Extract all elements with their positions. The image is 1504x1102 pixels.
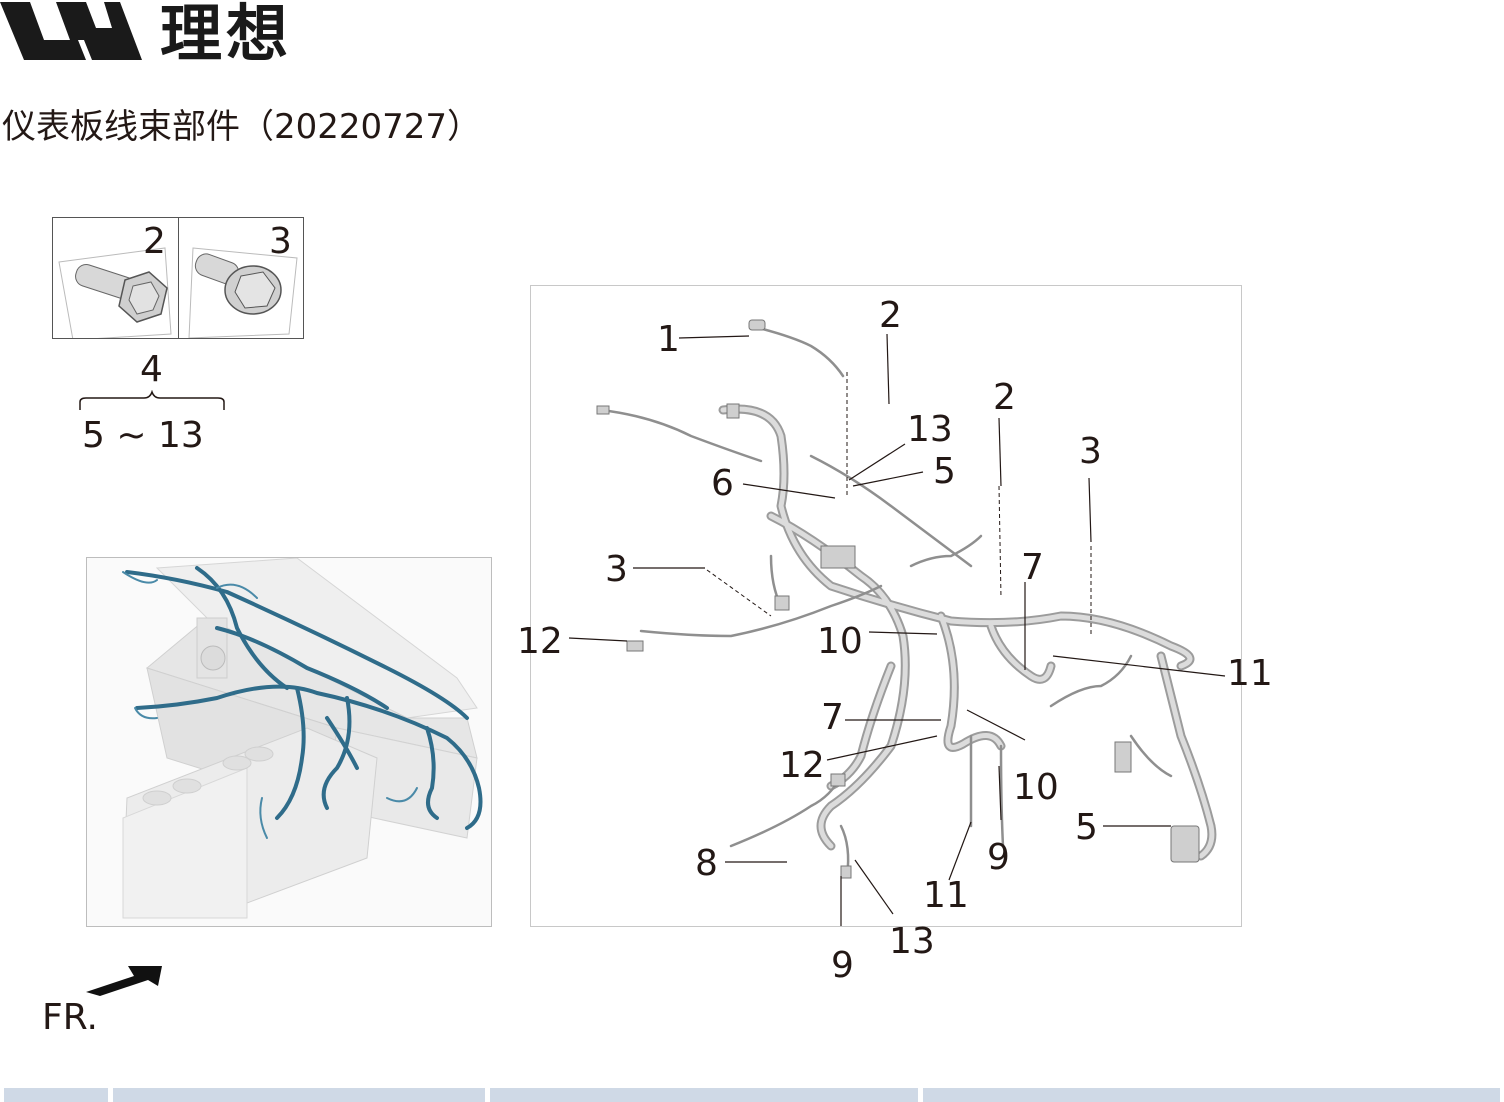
- bolt-icon: [58, 247, 172, 338]
- callout-12b: 12: [779, 745, 825, 786]
- li-auto-logo-icon: [0, 2, 142, 60]
- fastener-detail-box: 2 3: [52, 217, 304, 339]
- front-direction-arrow-icon: [86, 966, 162, 996]
- brand-header: 理想: [0, 0, 320, 70]
- callout-9a: 9: [987, 837, 1010, 878]
- callout-7a: 7: [1021, 547, 1044, 588]
- table-header-strip: [0, 1088, 1504, 1102]
- table-header-cell: [4, 1088, 108, 1102]
- callout-11b: 11: [923, 875, 969, 916]
- callout-1: 1: [657, 319, 680, 360]
- callout-2b: 2: [993, 377, 1016, 418]
- callout-2a: 2: [879, 295, 902, 336]
- callout-12a: 12: [517, 621, 563, 662]
- kit-brace: [79, 390, 225, 410]
- callout-3b: 3: [605, 549, 628, 590]
- kit-callout: 4: [140, 349, 163, 390]
- page-title: 仪表板线束部件（20220727）: [2, 107, 482, 147]
- fastener-divider: [178, 218, 179, 338]
- table-header-cell: [113, 1088, 485, 1102]
- callout-3a: 3: [1079, 431, 1102, 472]
- bolt-callout: 2: [143, 221, 166, 262]
- flange-bolt-callout: 3: [269, 221, 292, 262]
- kit-range: 5 ~ 13: [82, 415, 204, 456]
- callout-10b: 10: [1013, 767, 1059, 808]
- callout-13a: 13: [907, 409, 953, 450]
- callout-13b: 13: [889, 921, 935, 962]
- callout-6: 6: [711, 463, 734, 504]
- callout-11a: 11: [1227, 653, 1273, 694]
- brand-name: 理想: [160, 0, 293, 70]
- table-header-cell: [490, 1088, 918, 1102]
- callout-9b: 9: [831, 945, 854, 986]
- callout-5a: 5: [933, 451, 956, 492]
- callout-8: 8: [695, 843, 718, 884]
- front-direction-label: FR.: [42, 997, 98, 1038]
- table-header-cell: [923, 1088, 1500, 1102]
- callout-5b: 5: [1075, 807, 1098, 848]
- callout-7b: 7: [821, 697, 844, 738]
- dashboard-overview-diagram: [86, 557, 492, 927]
- flange-bolt-icon: [188, 247, 298, 338]
- callout-10a: 10: [817, 621, 863, 662]
- harness-main-diagram: 1 2 13 5 6 2 3 7 3 12 10 11 7 12 10 5 8 …: [517, 285, 1273, 986]
